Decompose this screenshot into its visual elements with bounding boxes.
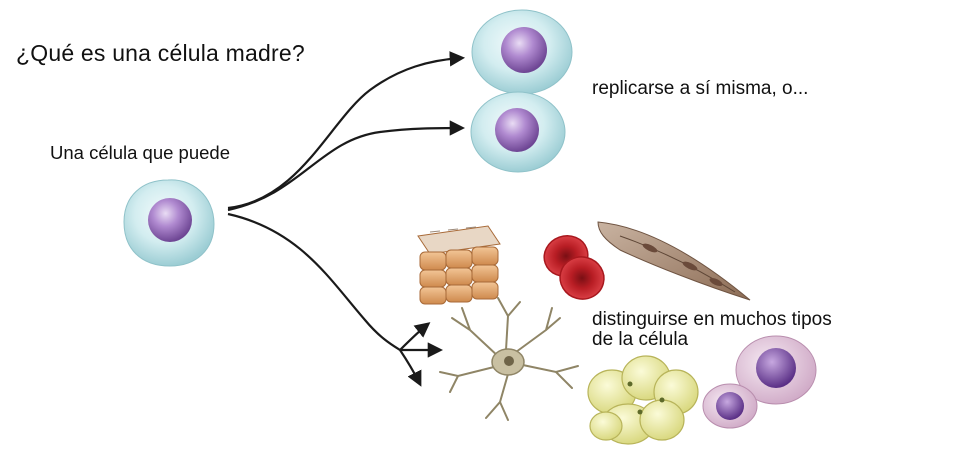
replicate-label: replicarse a sí misma, o... <box>592 78 809 99</box>
replicated-stem-cell-top <box>471 9 573 95</box>
epithelial-tissue <box>417 225 501 305</box>
arrow-branch-up <box>399 322 431 351</box>
arrow-to-second-cell <box>227 120 466 212</box>
replicated-stem-cell-bottom <box>470 91 566 173</box>
differentiate-label: distinguirse en muchos tipos de la célul… <box>592 310 832 350</box>
arrow-to-top-cell <box>227 51 466 210</box>
intro-label: Una célula que puede <box>50 142 231 163</box>
red-blood-cells <box>543 235 605 300</box>
differentiate-label-line1: distinguirse en muchos tipos <box>592 309 832 330</box>
neuron <box>439 297 579 421</box>
arrows <box>227 51 466 387</box>
differentiate-label-line2: de la célula <box>592 329 689 350</box>
muscle-fibers <box>597 221 751 301</box>
fat-cells <box>587 355 699 445</box>
arrow-branch-down <box>399 349 422 387</box>
diagram-title: ¿Qué es una célula madre? <box>16 40 305 66</box>
arrow-to-differentiated-cells <box>227 212 401 351</box>
white-blood-cells <box>702 335 817 429</box>
source-stem-cell <box>123 179 215 267</box>
